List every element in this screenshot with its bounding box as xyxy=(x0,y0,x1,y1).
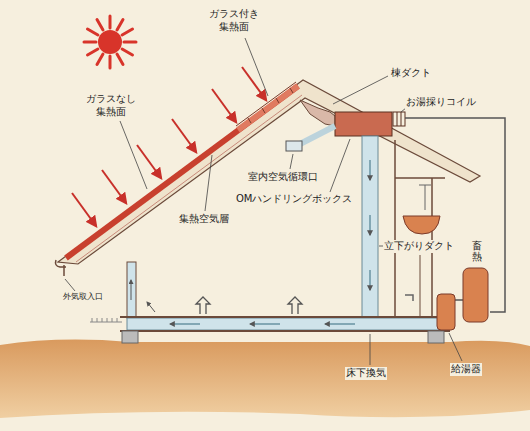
part-label: ガラスなし 集熱面 xyxy=(84,93,138,118)
part-label: ガラス付き 集熱面 xyxy=(207,8,261,33)
part-label: 室内空気循環口 xyxy=(247,171,319,184)
part-label: OMハンドリングボックス xyxy=(235,193,354,206)
part-label: 畜熱 xyxy=(471,240,483,262)
part-label: 立下がりダクト xyxy=(383,240,455,253)
part-label: お湯採りコイル xyxy=(405,96,477,109)
part-label: 給湯器 xyxy=(450,363,482,376)
part-label: 集熱空気層 xyxy=(178,213,230,226)
part-label: 棟ダクト xyxy=(390,67,432,80)
part-label: 外気取入口 xyxy=(62,292,104,302)
part-label: 床下換気 xyxy=(345,367,387,380)
